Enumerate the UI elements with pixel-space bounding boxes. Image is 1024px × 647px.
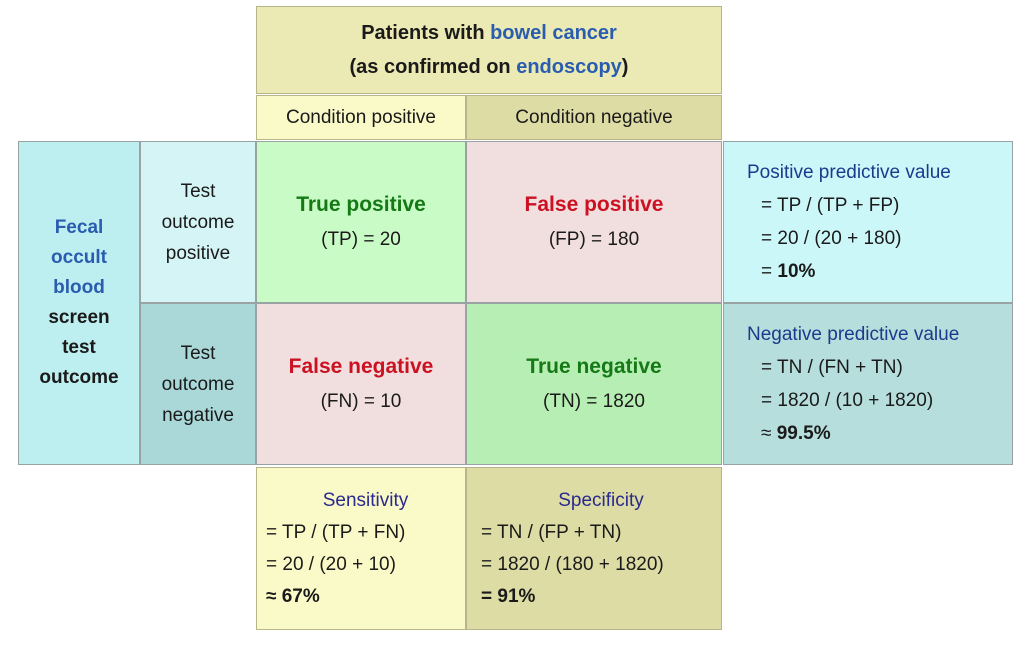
condition-positive-header: Condition positive [256,95,466,140]
specificity-result: 91% [497,585,536,607]
fobt-label-line-1: Fecal [54,217,104,238]
patients-header-line-2: (as confirmed on endoscopy) [350,50,629,84]
specificity-title: Specificity [558,489,644,511]
condition-negative-header: Condition negative [466,95,722,140]
specificity-result-row: = 91% [481,581,535,613]
fobt-label-line-5: test [62,337,96,358]
patients-header-line-1: Patients with bowel cancer [361,16,617,50]
ppv-result: 10% [777,261,816,282]
true-positive-cell: True positive (TP) = 20 [256,141,466,303]
ppv-result-prefix: = [761,261,778,282]
sensitivity-result-row: ≈ 67% [266,581,320,613]
patients-header: Patients with bowel cancer (as confirmed… [256,6,722,94]
false-negative-title: False negative [288,355,434,378]
positive-predictive-value-panel: Positive predictive value = TP / (TP + F… [723,141,1013,303]
npv-title: Negative predictive value [747,324,960,345]
test-outcome-positive-line-1: Test [180,180,216,202]
test-outcome-negative-line-1: Test [180,342,216,364]
test-outcome-positive-line-2: outcome [161,211,235,233]
test-outcome-negative-line-2: outcome [161,373,235,395]
test-outcome-positive-header: Test outcome positive [140,141,256,303]
condition-negative-label: Condition negative [515,106,673,128]
condition-positive-label: Condition positive [286,106,436,128]
specificity-panel: Specificity = TN / (FP + TN) = 1820 / (1… [466,467,722,630]
ppv-substitution: = 20 / (20 + 180) [761,228,902,249]
endoscopy-link[interactable]: endoscopy [516,56,622,78]
test-outcome-negative-line-3: negative [162,404,234,426]
false-negative-value: (FN) = 10 [320,391,402,412]
test-outcome-positive-line-3: positive [165,242,231,264]
sensitivity-formula: = TP / (TP + FN) [266,521,406,543]
fobt-label-line-2: occult [51,247,107,268]
patients-header-suffix-2: ) [621,56,629,78]
npv-result-row: ≈ 99.5% [737,417,831,450]
fobt-label-line-4: screen [48,307,110,328]
patients-header-prefix-1: Patients with [361,22,491,44]
ppv-title: Positive predictive value [747,162,951,183]
negative-predictive-value-panel: Negative predictive value = TN / (FN + T… [723,303,1013,465]
specificity-substitution: = 1820 / (180 + 1820) [481,553,664,575]
false-positive-value: (FP) = 180 [548,229,640,250]
true-negative-cell: True negative (TN) = 1820 [466,303,722,465]
false-negative-cell: False negative (FN) = 10 [256,303,466,465]
specificity-result-prefix: = [481,585,498,607]
true-negative-title: True negative [526,355,662,378]
sensitivity-substitution: = 20 / (20 + 10) [266,553,396,575]
ppv-formula: = TP / (TP + FP) [761,195,900,216]
patients-header-prefix-2: (as confirmed on [349,56,517,78]
ppv-result-row: = 10% [737,255,815,288]
npv-substitution: = 1820 / (10 + 1820) [761,390,934,411]
true-positive-value: (TP) = 20 [321,229,401,250]
sensitivity-result-prefix: ≈ [266,585,282,607]
test-outcome-negative-header: Test outcome negative [140,303,256,465]
fobt-label-line-6: outcome [39,367,119,388]
npv-result: 99.5% [776,423,831,444]
sensitivity-result: 67% [281,585,320,607]
bowel-cancer-link[interactable]: bowel cancer [490,22,617,44]
true-positive-title: True positive [296,193,426,216]
true-negative-value: (TN) = 1820 [543,391,645,412]
false-positive-title: False positive [524,193,664,216]
sensitivity-title: Sensitivity [322,489,409,511]
npv-result-prefix: ≈ [761,423,777,444]
fobt-row-label: Fecal occult blood screen test outcome [18,141,140,465]
sensitivity-panel: Sensitivity = TP / (TP + FN) = 20 / (20 … [256,467,466,630]
specificity-formula: = TN / (FP + TN) [481,521,622,543]
false-positive-cell: False positive (FP) = 180 [466,141,722,303]
npv-formula: = TN / (FN + TN) [761,357,903,378]
fobt-label-line-3: blood [53,277,105,298]
